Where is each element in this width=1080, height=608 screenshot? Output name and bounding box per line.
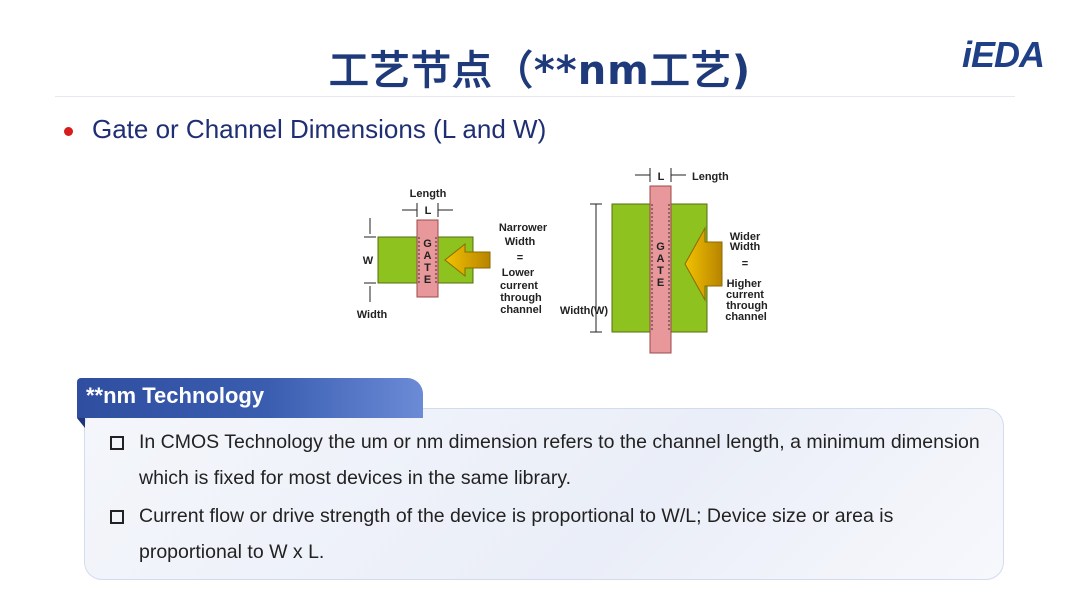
left-desc-line-1: Narrower <box>499 222 548 234</box>
list-item-text: In CMOS Technology the um or nm dimensio… <box>139 431 980 489</box>
left-gate-letter-t: T <box>424 262 431 274</box>
right-gate-letter-a: A <box>657 253 665 265</box>
left-desc-line-2: Width <box>505 236 536 248</box>
right-gate-letter-g: G <box>656 241 665 253</box>
right-arrow-icon <box>684 226 723 302</box>
technology-tag: **nm Technology <box>77 378 423 418</box>
right-gate-letter-t: T <box>657 265 664 277</box>
wide-transistor: G A T E L Length Width(W) Wider Width = … <box>560 168 768 354</box>
checkbox-bullet-icon <box>110 510 124 524</box>
title-divider <box>55 96 1015 97</box>
narrow-transistor: G A T E Length L W Width Narrower Width … <box>357 188 548 321</box>
right-desc-line-5: current <box>726 289 764 301</box>
left-length-label: Length <box>410 188 447 200</box>
right-desc-line-7: channel <box>725 311 767 323</box>
left-desc-line-3: = <box>517 252 523 264</box>
left-desc-line-6: through <box>500 292 542 304</box>
tag-fold <box>77 418 85 428</box>
left-gate-letter-a: A <box>424 250 432 262</box>
right-desc-line-6: through <box>726 300 768 312</box>
technology-info-box <box>84 408 1004 580</box>
right-desc-line-3: = <box>742 258 748 270</box>
right-l-label: L <box>658 171 665 183</box>
left-l-label: L <box>425 205 432 217</box>
right-gate-letter-e: E <box>657 277 664 289</box>
left-arrow-icon <box>444 242 491 278</box>
right-desc-line-4: Higher <box>727 278 763 290</box>
technology-tag-label: **nm Technology <box>86 383 265 408</box>
page-title: 工艺节点（**nm工艺) <box>328 48 752 94</box>
right-length-label: Length <box>692 171 729 183</box>
left-gate-letter-e: E <box>424 274 431 286</box>
gate-dimension-diagram: G A T E Length L W Width Narrower Width … <box>357 168 768 354</box>
left-gate <box>416 219 439 298</box>
left-desc-line-5: current <box>500 280 538 292</box>
right-desc-line-1: Wider <box>730 231 761 243</box>
right-width-label: Width(W) <box>560 305 608 317</box>
left-w-label: W <box>363 255 374 267</box>
right-gate <box>649 185 672 354</box>
bullet-heading: Gate or Channel Dimensions (L and W) <box>92 114 547 144</box>
left-width-label: Width <box>357 309 388 321</box>
left-desc-line-4: Lower <box>502 267 535 279</box>
left-desc-line-7: channel <box>500 304 542 316</box>
list-item-text: Current flow or drive strength of the de… <box>139 505 894 563</box>
checkbox-bullet-icon <box>110 436 124 450</box>
ieda-logo: iEDA <box>962 34 1045 75</box>
right-desc-line-2: Width <box>730 241 761 253</box>
red-bullet-icon <box>64 127 73 136</box>
left-gate-letter-g: G <box>423 238 432 250</box>
